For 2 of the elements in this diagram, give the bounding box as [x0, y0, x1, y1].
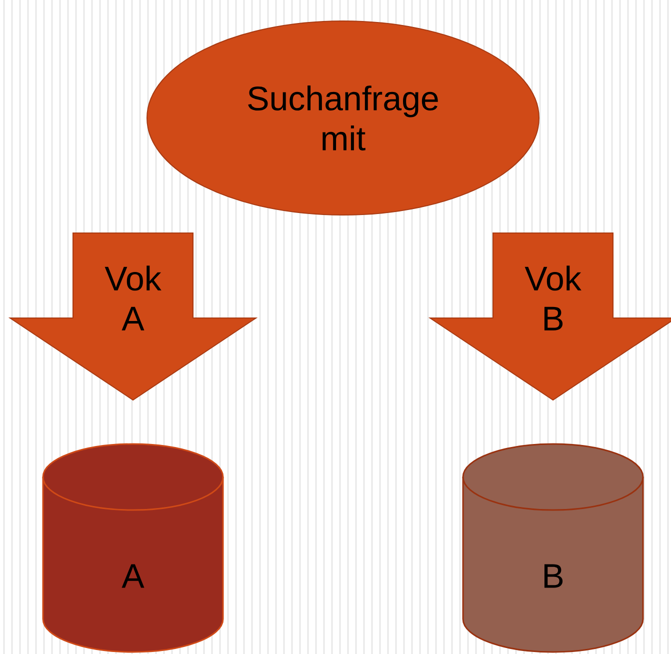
database-cylinder: B	[462, 443, 644, 653]
database-cylinder: A	[42, 443, 224, 653]
